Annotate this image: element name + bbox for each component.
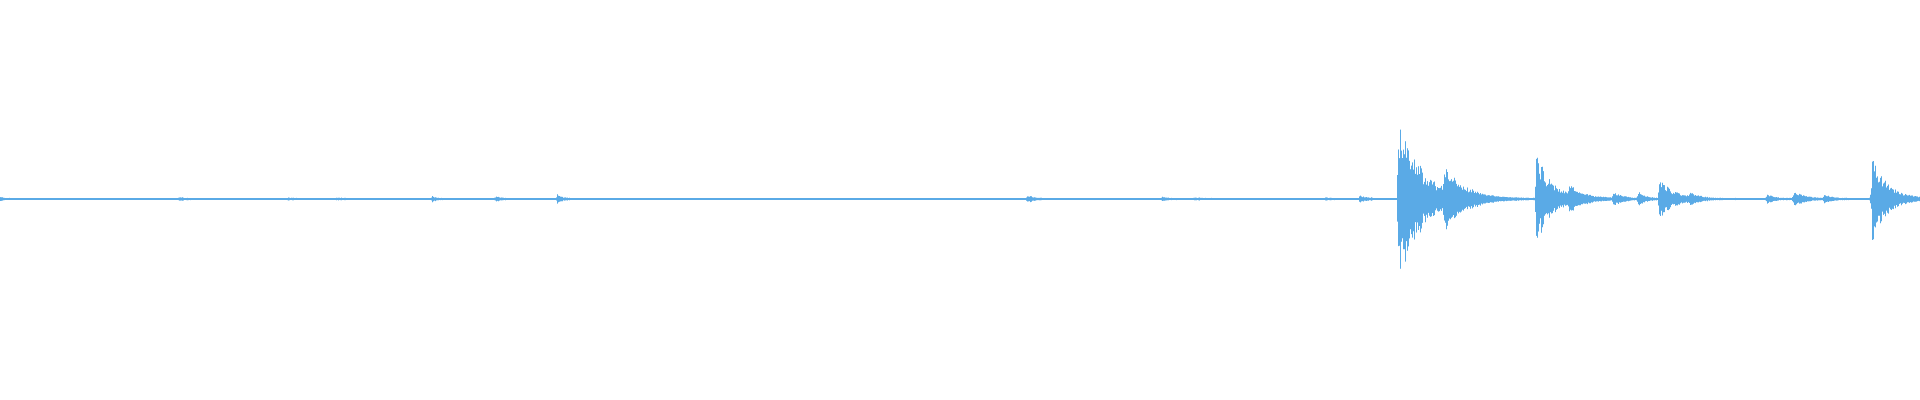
waveform-path <box>0 129 1920 269</box>
waveform-samples <box>0 129 1920 269</box>
